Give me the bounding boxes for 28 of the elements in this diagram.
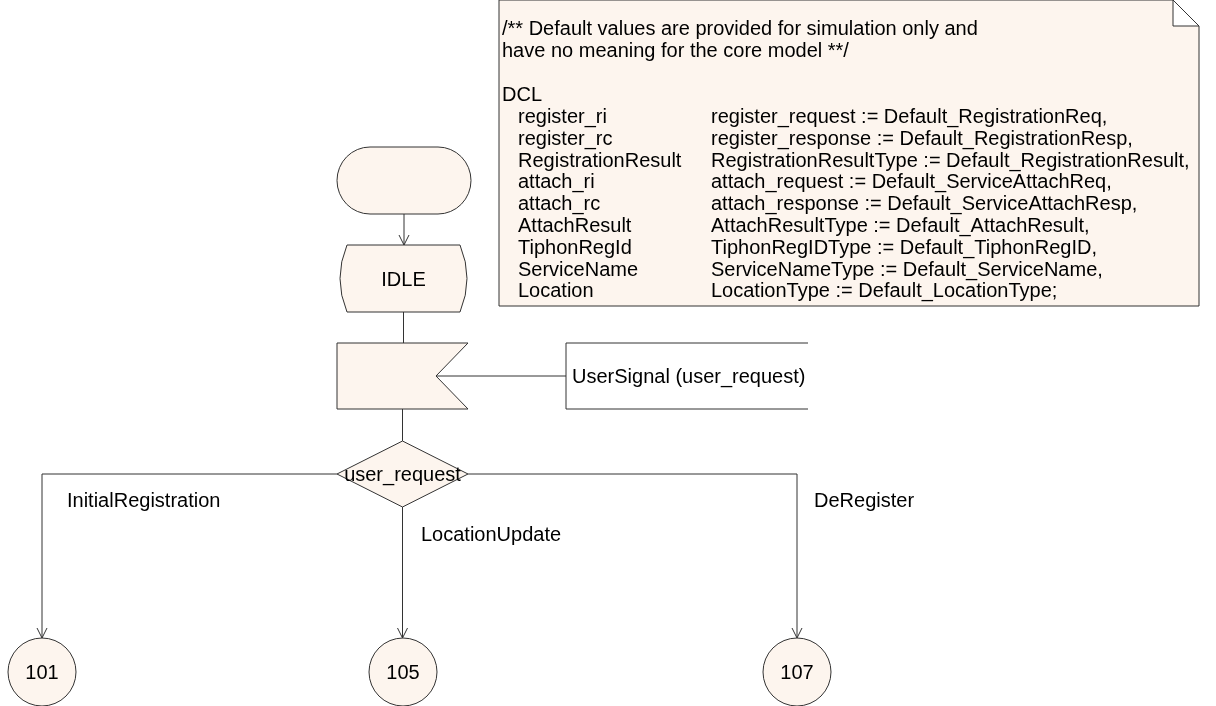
variable-declaration: AttachResultType := Default_AttachResult, — [711, 214, 1090, 236]
flow-line — [402, 408, 403, 442]
variable-name: TiphonRegId — [518, 235, 632, 258]
variable-name: Location — [518, 279, 594, 302]
variable-name: AttachResult — [518, 214, 632, 236]
flow-line — [435, 375, 567, 377]
edge-label: LocationUpdate — [420, 523, 563, 545]
arrow — [397, 506, 408, 639]
edge-label: InitialRegistration — [66, 489, 222, 511]
variable-declaration: register_request := Default_RegistrationReq, — [711, 105, 1108, 127]
connector-number: 101 — [25, 661, 59, 683]
keyword: DCL — [502, 83, 542, 105]
arrow — [36, 473, 338, 639]
arrow — [398, 213, 410, 246]
variable-name: ServiceName — [518, 257, 639, 280]
variable-name: attach_rc — [518, 192, 601, 215]
comment-text: UserSignal (user_request) — [572, 365, 806, 387]
flow-line — [403, 311, 404, 344]
variable-name: attach_ri — [518, 170, 595, 193]
comment-text: /** Default values are provided for simulation only and have no meaning for the core model **/ — [502, 17, 979, 61]
connector-number: 107 — [780, 661, 814, 683]
arrow — [467, 473, 803, 639]
decision-text: user_request — [344, 463, 461, 485]
edge-label: DeRegister — [813, 489, 916, 511]
connector-number: 105 — [386, 661, 420, 683]
state-name: IDLE — [381, 267, 426, 290]
variable-declaration: attach_response := Default_ServiceAttachResp, — [711, 192, 1138, 215]
variable-name: register_ri — [518, 105, 607, 127]
